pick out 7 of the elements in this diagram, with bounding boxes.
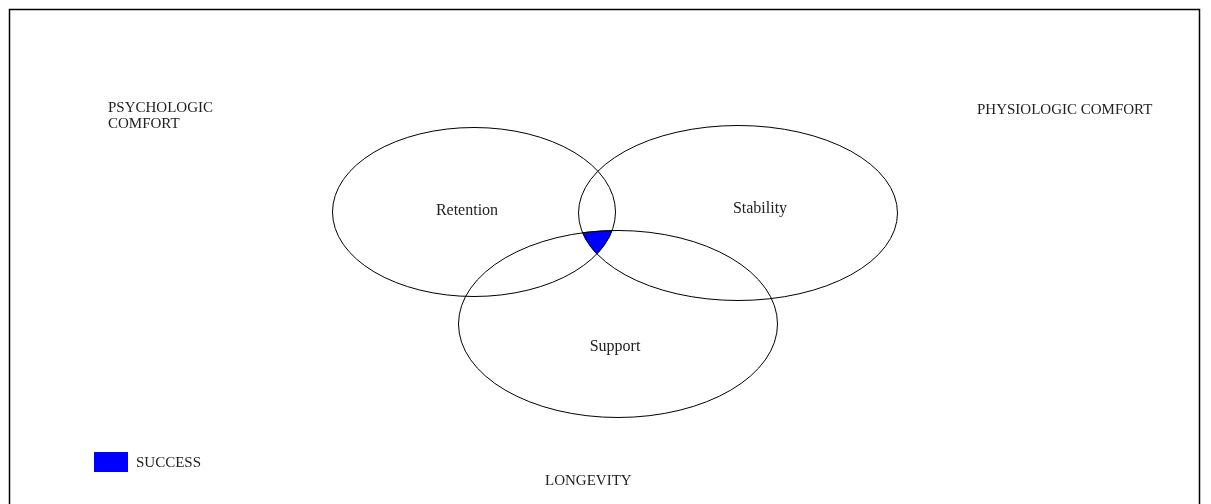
circle-label: Support — [589, 337, 641, 355]
axis-label: LONGEVITY — [545, 472, 633, 488]
circle-label: Retention — [435, 201, 499, 219]
legend-label: SUCCESS — [136, 454, 202, 470]
axis-label: PSYCHOLOGIC COMFORT — [108, 99, 214, 131]
circle-label: Stability — [732, 199, 788, 217]
axis-label: PHYSIOLOGIC COMFORT — [977, 101, 1154, 117]
